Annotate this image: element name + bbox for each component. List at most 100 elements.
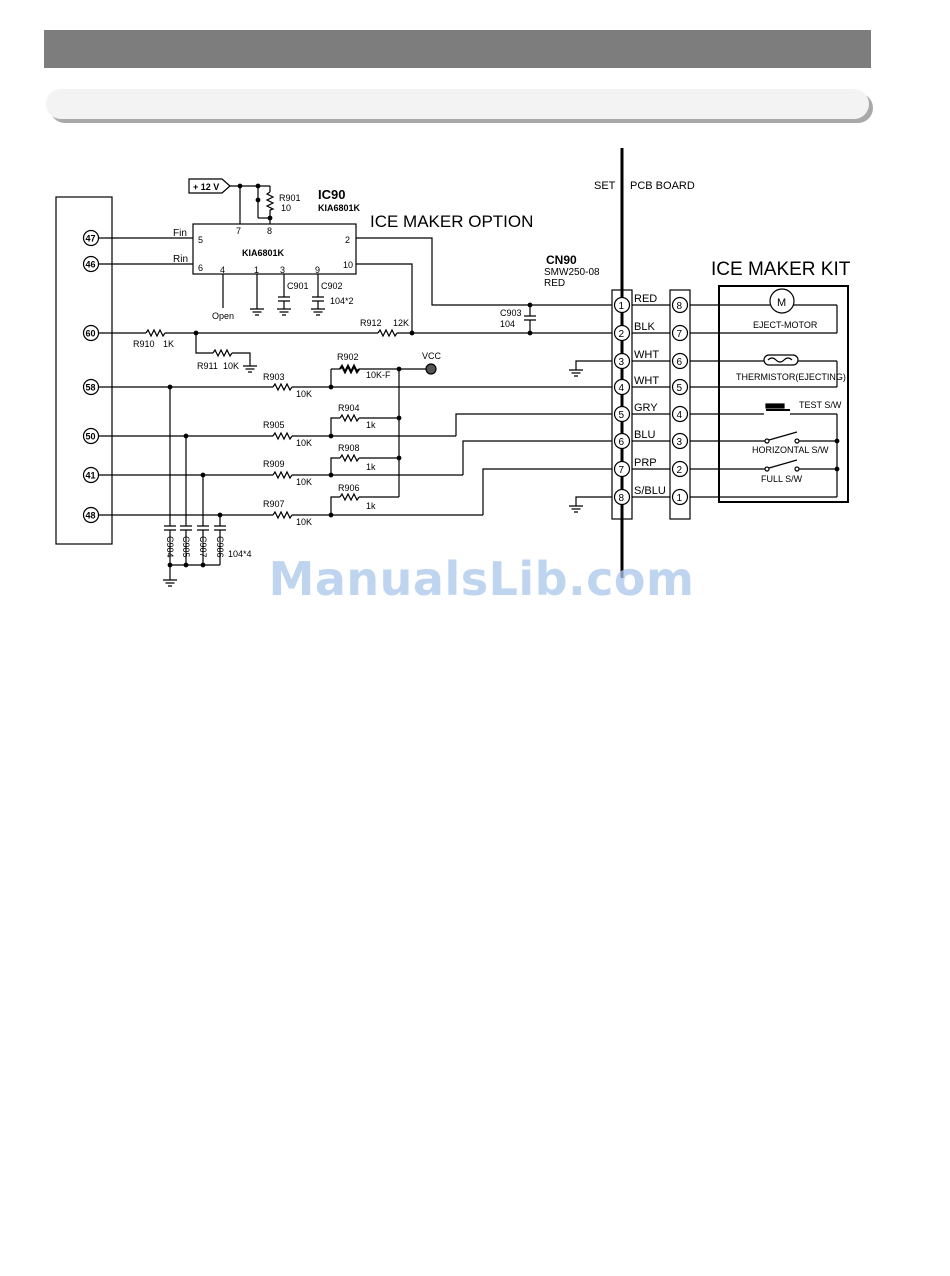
svg-text:5: 5 [198, 235, 203, 245]
svg-text:8: 8 [619, 493, 625, 504]
open-label: Open [212, 311, 234, 321]
cn90-pin-8: 8 [613, 488, 631, 506]
supply-flag [188, 178, 231, 194]
kit-pin-6: 6 [671, 352, 689, 370]
c904-capacitor [164, 525, 176, 531]
full-switch-symbol [768, 459, 798, 469]
test-switch-label: TEST S/W [799, 400, 842, 410]
r905-label: R905 [263, 420, 285, 430]
cn90-color: RED [544, 278, 565, 289]
pin-48: 48 [82, 506, 100, 524]
r906-value: 1k [366, 501, 376, 511]
r903-resistor [272, 382, 293, 392]
svg-text:47: 47 [86, 234, 96, 244]
svg-text:10: 10 [343, 260, 353, 270]
c901-capacitor [278, 296, 290, 302]
c903-label: C903 [500, 308, 522, 318]
svg-text:8: 8 [267, 226, 272, 236]
c905-capacitor [180, 525, 192, 531]
r903-value: 10K [296, 389, 312, 399]
wire-blu: BLU [632, 429, 670, 442]
svg-text:46: 46 [86, 260, 96, 270]
r909-value: 10K [296, 477, 312, 487]
svg-text:S/BLU: S/BLU [634, 485, 666, 497]
svg-text:41: 41 [86, 471, 96, 481]
ice-maker-option-title: ICE MAKER OPTION [370, 212, 533, 231]
c905-label: C905 [181, 536, 191, 558]
r907-resistor [272, 510, 293, 520]
c903-capacitor [524, 315, 536, 321]
wire-wht-2: WHT [632, 375, 670, 388]
svg-text:8: 8 [677, 301, 683, 312]
c906-capacitor [214, 525, 226, 531]
main-board-connector [55, 196, 113, 545]
r908-label: R908 [338, 443, 360, 453]
set-label: SET [594, 180, 616, 192]
r901-value: 10 [281, 203, 291, 213]
ice-maker-kit-box [718, 285, 849, 503]
svg-text:5: 5 [677, 383, 683, 394]
cn90-pin-3: 3 [613, 352, 631, 370]
r906-label: R906 [338, 483, 360, 493]
c906-label: C906 [215, 536, 225, 558]
r903-label: R903 [263, 372, 285, 382]
svg-text:GRY: GRY [634, 402, 658, 414]
ic-label: IC90 [318, 187, 345, 202]
r908-resistor [339, 453, 360, 463]
svg-text:PRP: PRP [634, 457, 657, 469]
r904-resistor [339, 413, 360, 423]
c901-c902-value: 104*2 [330, 296, 354, 306]
wire-gry: GRY [632, 402, 670, 415]
svg-text:1: 1 [677, 493, 683, 504]
r902-resistor [339, 363, 360, 375]
svg-text:60: 60 [86, 329, 96, 339]
r904-label: R904 [338, 403, 360, 413]
c903-value: 104 [500, 319, 515, 329]
thermistor-label: THERMISTOR(EJECTING) [736, 372, 846, 382]
c901-label: C901 [287, 281, 309, 291]
r911-value: 10K [223, 361, 239, 371]
vcc-terminal [425, 363, 437, 375]
pcb-board-label: PCB BOARD [630, 180, 695, 192]
horizontal-switch-label: HORIZONTAL S/W [752, 445, 829, 455]
thermistor-symbol [763, 354, 799, 366]
pin-60: 60 [82, 324, 100, 342]
svg-text:50: 50 [86, 432, 96, 442]
wire-blk: BLK [632, 321, 670, 334]
pin-46: 46 [82, 255, 100, 273]
r909-label: R909 [263, 459, 285, 469]
svg-text:BLU: BLU [634, 429, 655, 441]
svg-text:1: 1 [619, 301, 625, 312]
kit-pin-2: 2 [671, 460, 689, 478]
c904-label: C904 [165, 536, 175, 558]
kit-pin-3: 3 [671, 432, 689, 450]
r905-resistor [272, 431, 293, 441]
cn90-pin-1: 1 [613, 296, 631, 314]
eject-motor-label: EJECT-MOTOR [753, 320, 818, 330]
kit-connector [669, 289, 691, 520]
r912-resistor [377, 328, 398, 338]
wire-prp: PRP [632, 457, 670, 470]
svg-text:7: 7 [619, 465, 625, 476]
svg-text:6: 6 [619, 437, 625, 448]
svg-text:4: 4 [220, 265, 225, 275]
cn90-pin-5: 5 [613, 405, 631, 423]
section-subheader-bar [46, 89, 869, 119]
svg-text:RED: RED [634, 293, 657, 305]
kit-pin-4: 4 [671, 405, 689, 423]
svg-text:4: 4 [619, 383, 625, 394]
svg-text:2: 2 [345, 235, 350, 245]
svg-text:3: 3 [619, 357, 625, 368]
wire-red: RED [632, 293, 670, 306]
r906-resistor [339, 492, 360, 502]
c907-label: C907 [198, 536, 208, 558]
svg-text:7: 7 [677, 329, 683, 340]
svg-text:3: 3 [280, 265, 285, 275]
r910-value: 1K [163, 339, 174, 349]
r912-label: R912 [360, 318, 382, 328]
vcc-label: VCC [422, 351, 442, 361]
ice-maker-kit-title: ICE MAKER KIT [711, 259, 851, 280]
c902-capacitor [312, 296, 324, 302]
r901-resistor [265, 191, 275, 211]
